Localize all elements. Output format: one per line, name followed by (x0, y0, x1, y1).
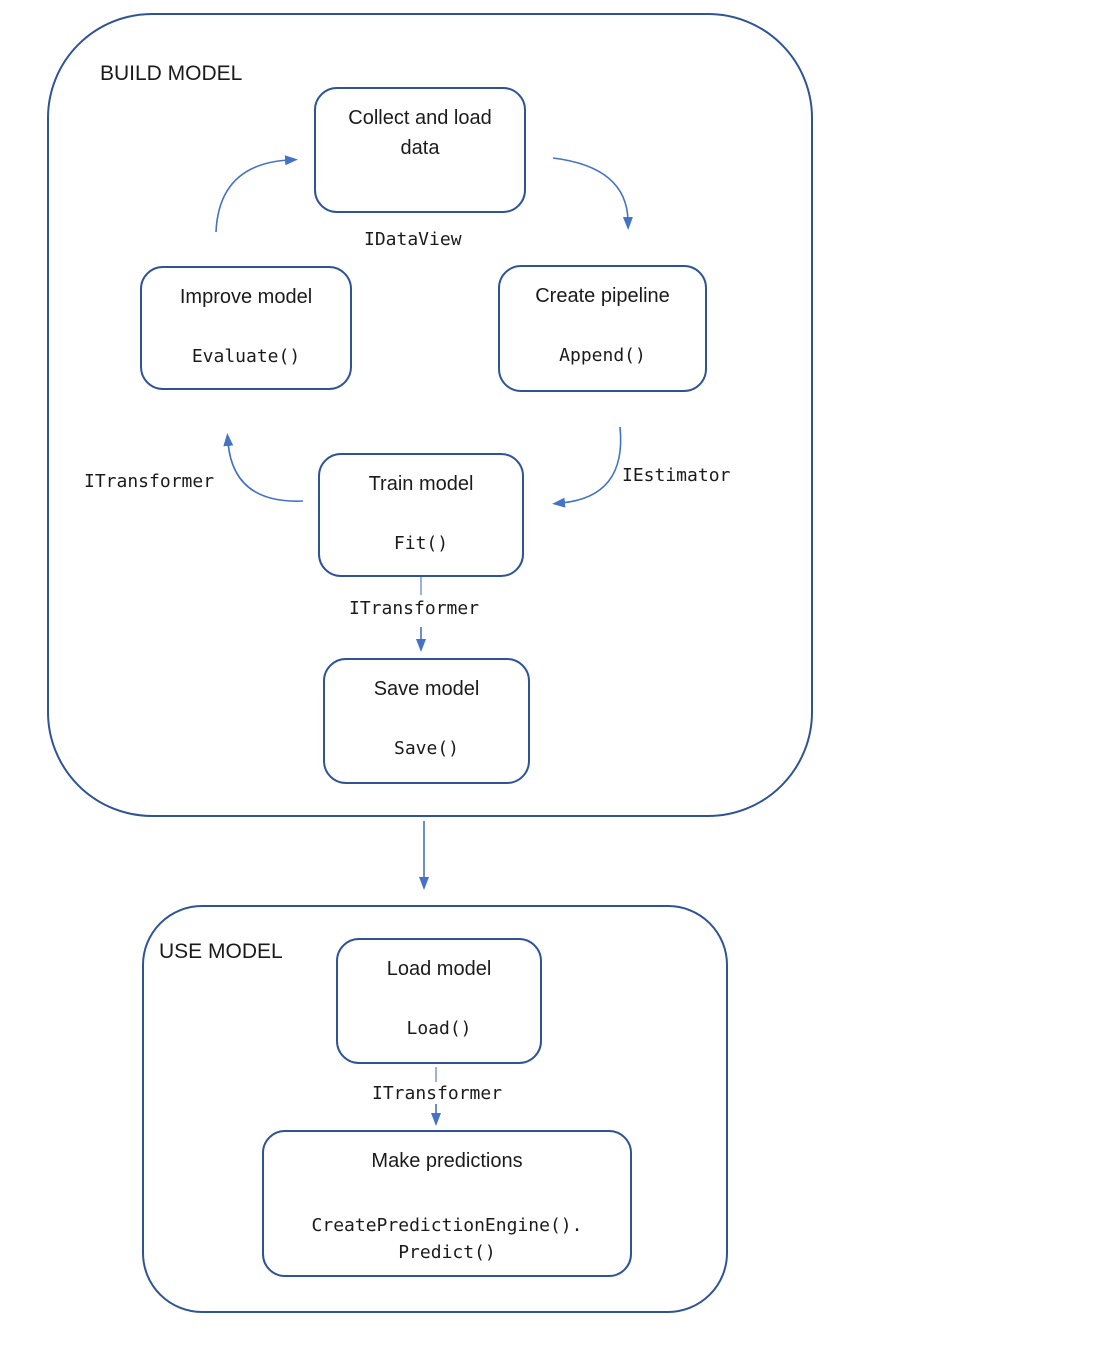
node-collect-and-load-data: Collect and load data (314, 87, 526, 213)
use-model-section-label: USE MODEL (159, 940, 283, 963)
node-predict-code-line2: Predict() (398, 1242, 496, 1263)
node-improve-title: Improve model (179, 286, 313, 308)
node-improve-model: Improve model Evaluate() (140, 266, 352, 390)
node-create-title: Create pipeline (535, 285, 670, 307)
node-load-code: Load() (406, 1018, 472, 1039)
node-save-model: Save model Save() (323, 658, 530, 784)
node-collect-title: Collect and load data (348, 107, 492, 159)
node-train-code: Fit() (393, 533, 449, 554)
node-predict-code: CreatePredictionEngine(). Predict() (278, 1212, 616, 1266)
node-create-code: Append() (559, 345, 646, 366)
label-iestimator: IEstimator (622, 465, 731, 486)
label-itransformer-mid: ITransformer (349, 598, 480, 619)
label-itransformer-left: ITransformer (84, 471, 215, 492)
label-idataview: IDataView (364, 229, 462, 250)
node-save-code: Save() (393, 738, 460, 759)
node-predict-code-line1: CreatePredictionEngine(). (311, 1215, 583, 1236)
node-create-pipeline: Create pipeline Append() (498, 265, 707, 392)
node-train-model: Train model Fit() (318, 453, 524, 577)
node-improve-code: Evaluate() (191, 346, 301, 367)
build-model-section-label: BUILD MODEL (100, 62, 243, 85)
node-save-title: Save model (373, 678, 480, 700)
build-model-container: BUILD MODEL (47, 13, 813, 817)
node-make-predictions: Make predictions CreatePredictionEngine(… (262, 1130, 632, 1277)
node-load-model: Load model Load() (336, 938, 542, 1064)
node-predict-title: Make predictions (371, 1150, 523, 1172)
node-load-title: Load model (386, 958, 492, 980)
node-train-title: Train model (368, 473, 474, 495)
use-model-container: USE MODEL (142, 905, 728, 1313)
label-itransformer-use: ITransformer (372, 1083, 503, 1104)
